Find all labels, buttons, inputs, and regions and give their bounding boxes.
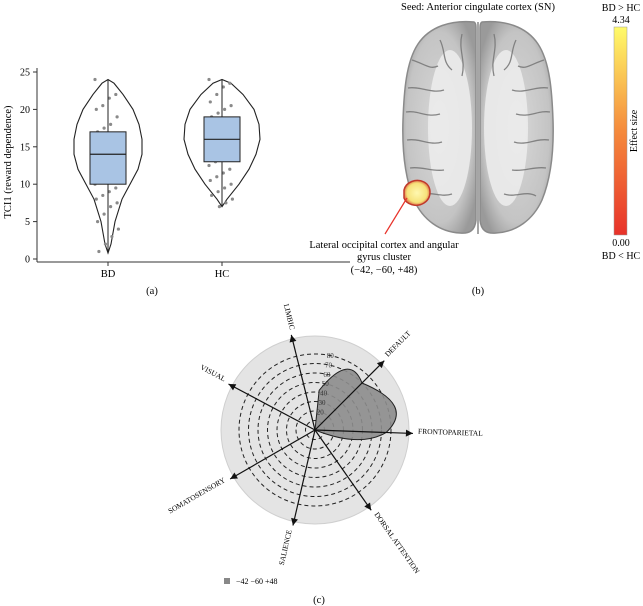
panel-b-brain: Seed: Anterior cingulate cortex (SN) <box>309 2 640 297</box>
data-point-hc <box>208 178 212 183</box>
radar-axis-arrowhead <box>405 429 413 437</box>
cluster-label-line1: Lateral occipital cortex and angular <box>309 240 459 251</box>
data-point-bd <box>103 242 107 246</box>
data-point-hc <box>207 77 211 82</box>
seed-title: Seed: Anterior cingulate cortex (SN) <box>401 2 555 13</box>
data-point-hc <box>230 197 234 201</box>
data-point-hc <box>216 111 220 115</box>
x-tick-label-bd: BD <box>101 269 116 280</box>
data-point-bd <box>114 186 118 190</box>
legend-swatch <box>224 578 230 584</box>
panel-a-boxplot: TCI1 (reward dependence) 0 5 10 15 20 25 BD HC… <box>3 68 350 297</box>
radar-axis-arrowhead <box>291 517 298 526</box>
data-point-bd <box>102 212 106 216</box>
data-point-hc <box>217 205 221 209</box>
data-point-bd <box>110 234 114 239</box>
box-bd <box>89 131 127 185</box>
data-point-hc <box>216 190 220 194</box>
data-point-bd <box>109 122 113 126</box>
radar-ring-label: 50 <box>322 380 330 388</box>
panel-a-label: (a) <box>146 286 158 297</box>
radar-ring <box>238 353 392 507</box>
radar-axis <box>314 360 385 431</box>
radar-axis <box>229 429 316 480</box>
data-point-bd <box>101 193 105 198</box>
cluster-blob <box>403 179 431 206</box>
data-point-hc <box>208 100 212 104</box>
colorbar-gradient <box>613 26 628 236</box>
data-point-hc <box>210 193 214 198</box>
data-point-hc <box>207 163 211 168</box>
radar-axis-arrowhead <box>364 502 372 511</box>
data-point-bd <box>93 77 97 82</box>
data-point-bd <box>116 227 120 231</box>
legend-label: −42 −60 +48 <box>236 577 278 586</box>
data-point-bd <box>96 220 100 224</box>
radar-ring-label: 80 <box>327 352 335 360</box>
data-point-bd <box>102 126 106 130</box>
data-point-bd <box>115 115 119 119</box>
radar-axis-arrowhead <box>228 383 237 391</box>
data-point-hc <box>223 107 227 111</box>
data-point-bd <box>109 205 113 209</box>
data-point-hc <box>229 182 233 186</box>
data-point-bd <box>101 104 105 108</box>
x-tick-label-hc: HC <box>215 269 230 280</box>
radar-ring-label: 20 <box>317 408 325 416</box>
data-point-hc <box>228 81 232 85</box>
y-tick-label: 10 <box>20 180 30 191</box>
data-point-hc <box>228 167 232 171</box>
data-point-hc <box>215 92 219 97</box>
data-point-hc <box>215 175 219 179</box>
y-tick-label: 5 <box>25 217 30 228</box>
radar-axis <box>292 429 316 526</box>
radar-axis <box>290 334 316 431</box>
radar-axis-arrowhead <box>230 472 238 479</box>
radar-ring-label: 60 <box>323 371 331 379</box>
radar-axis-label-default: DEFAULT <box>383 329 413 359</box>
radar-axis-label-somatosensory: SOMATOSENSORY <box>166 475 227 515</box>
cluster-pointer-line <box>384 197 408 235</box>
data-point-hc <box>224 201 228 205</box>
radar-axis <box>228 383 316 431</box>
y-tick-label: 20 <box>20 105 30 116</box>
radar-ring-label: 70 <box>325 362 333 370</box>
data-point-bd <box>94 107 98 111</box>
y-tick-label: 25 <box>20 68 30 79</box>
radar-ring-label: 30 <box>318 399 326 407</box>
radar-axis-label-visual: VISUAL <box>199 363 228 384</box>
radar-series-area <box>314 368 397 441</box>
radar-ring-label: 40 <box>320 390 328 398</box>
radar-axis-label-dorsal-attention: DORSAL ATTENTION <box>372 510 421 575</box>
data-point-bd <box>94 197 98 201</box>
radar-axis-arrowhead <box>289 334 297 343</box>
y-tick-label: 15 <box>20 142 30 153</box>
radar-axis-arrowhead <box>376 360 385 369</box>
colorbar-axis-title: Effect size <box>629 109 640 152</box>
data-point-bd <box>97 249 101 254</box>
radar-axis-label-salience: SALIENCE <box>277 528 294 566</box>
data-point-hc <box>229 104 233 108</box>
data-point-bd <box>115 201 119 205</box>
brain-slice-image <box>398 16 556 238</box>
colorbar-max-value: 4.34 <box>612 15 630 26</box>
colorbar-bottom-label: BD < HC <box>602 251 641 262</box>
panel-c-label: (c) <box>313 595 325 606</box>
radar-axis-label-limbic: LIMBIC <box>282 303 297 331</box>
colorbar-min-value: 0.00 <box>612 238 630 249</box>
cluster-label-line3: (−42, −60, +48) <box>351 265 418 276</box>
radar-axis-label-frontoparietal: FRONTOPARIETAL <box>418 427 484 438</box>
panel-a-ylabel: TCI1 (reward dependence) <box>3 105 14 219</box>
cluster-label-line2: gyrus cluster <box>357 252 411 263</box>
y-tick-label: 0 <box>25 255 30 266</box>
radar-axis <box>314 429 413 435</box>
colorbar-top-label: BD > HC <box>602 3 641 14</box>
radar-axis <box>314 429 372 511</box>
data-point-hc <box>223 186 227 190</box>
colorbar: BD > HC 4.34 Effect size 0.00 BD < HC <box>602 3 641 262</box>
data-point-bd <box>114 92 118 97</box>
panel-b-label: (b) <box>472 286 485 297</box>
